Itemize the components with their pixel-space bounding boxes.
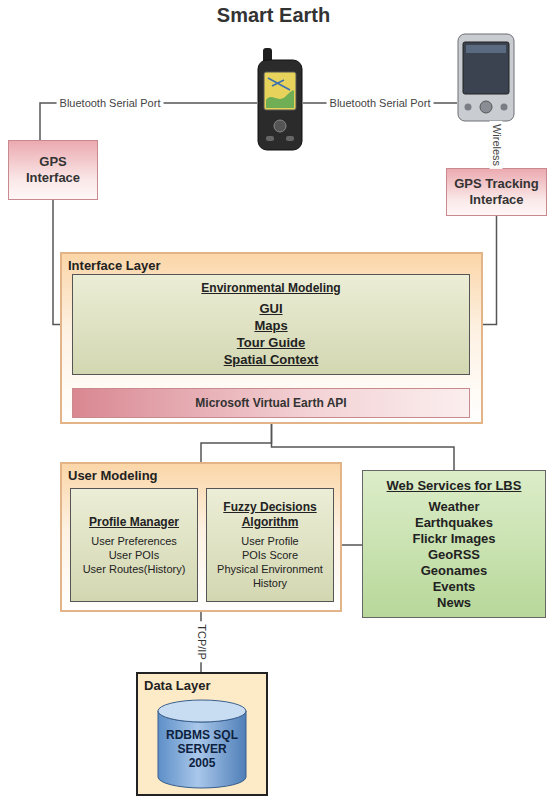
- api-bar: Microsoft Virtual Earth API: [72, 388, 470, 418]
- link-label: Bluetooth Serial Port: [57, 97, 164, 110]
- node-item: News: [437, 595, 471, 611]
- node-item: Spatial Context: [224, 351, 319, 368]
- node-item: User POIs: [109, 548, 160, 562]
- node-heading: Fuzzy Decisions Algorithm: [213, 500, 327, 530]
- node-heading: GPS Tracking Interface: [453, 176, 540, 208]
- module-box: Fuzzy Decisions AlgorithmUser ProfilePOI…: [206, 488, 334, 602]
- node-heading: Microsoft Virtual Earth API: [195, 395, 346, 411]
- node-item: Flickr Images: [412, 531, 495, 547]
- node-item: Geonames: [421, 563, 487, 579]
- node-item: User Profile: [241, 534, 298, 548]
- node-item: Events: [433, 579, 476, 595]
- services-box: Web Services for LBS WeatherEarthquakesFl…: [362, 470, 546, 618]
- layer-panel: User ModelingProfile ManagerUser Prefere…: [60, 462, 342, 612]
- gps-device-icon: [258, 48, 302, 150]
- node-item: Weather: [428, 499, 479, 515]
- module-box: Profile ManagerUser PreferencesUser POIs…: [70, 488, 198, 602]
- node-item: User Routes(History): [83, 562, 186, 576]
- node-item: GeoRSS: [428, 547, 480, 563]
- node-heading: Data Layer: [144, 678, 260, 694]
- node-item: POIs Score: [242, 548, 298, 562]
- node-heading: Environmental Modeling: [201, 281, 340, 296]
- database-cylinder: RDBMS SQL SERVER 2005: [156, 698, 248, 790]
- module-box: Environmental ModelingGUIMapsTour GuideS…: [72, 274, 470, 375]
- layer-panel: Data LayerRDBMS SQL SERVER 2005: [136, 672, 268, 796]
- node-heading: Profile Manager: [89, 515, 179, 530]
- layer-panel: Interface LayerEnvironmental ModelingGUI…: [60, 252, 483, 424]
- node-item: Physical Environment: [217, 562, 323, 576]
- interface-box: GPS Interface: [8, 140, 98, 200]
- node-item: History: [253, 576, 287, 590]
- connector-line: [201, 424, 272, 462]
- node-heading: Web Services for LBS: [387, 477, 522, 494]
- node-heading: RDBMS SQL SERVER 2005: [166, 728, 238, 770]
- link-label: Bluetooth Serial Port: [327, 97, 434, 110]
- connector-label: TCP/IP: [195, 621, 208, 662]
- node-item: Maps: [254, 317, 287, 334]
- diagram-title: Smart Earth: [0, 4, 547, 27]
- pda-icon: [458, 34, 514, 121]
- node-item: Tour Guide: [237, 334, 305, 351]
- link-label: Wireless: [490, 121, 503, 169]
- node-item: Earthquakes: [415, 515, 493, 531]
- node-item: GUI: [259, 300, 282, 317]
- node-heading: User Modeling: [68, 468, 334, 484]
- node-heading: Interface Layer: [68, 258, 475, 274]
- node-item: User Preferences: [91, 534, 177, 548]
- interface-box: GPS Tracking Interface: [446, 168, 547, 216]
- node-heading: GPS Interface: [15, 154, 91, 186]
